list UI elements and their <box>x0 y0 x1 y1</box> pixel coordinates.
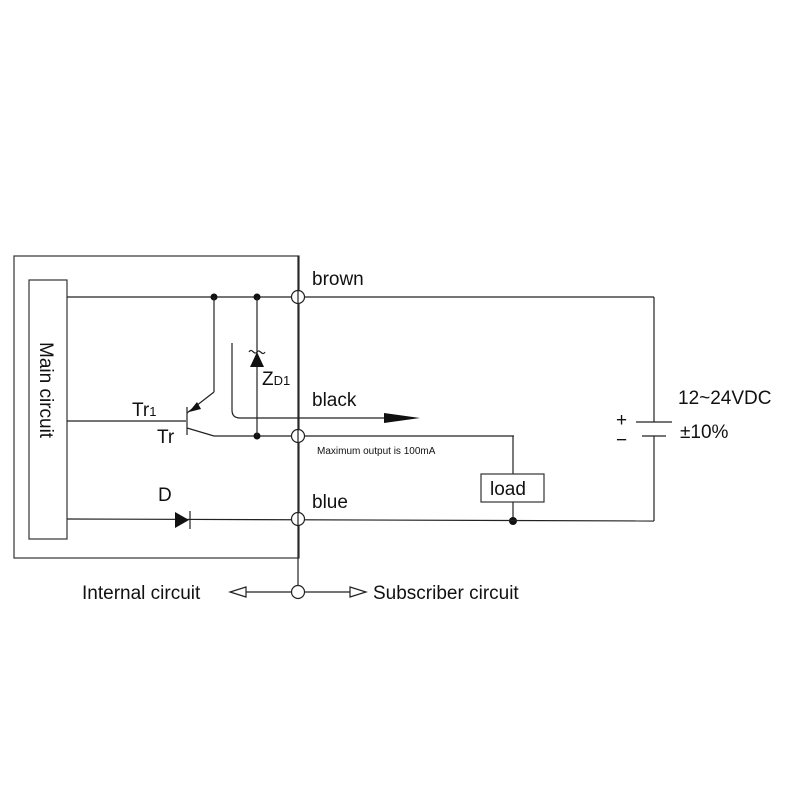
tr1-emitter <box>186 427 215 437</box>
brown-label: brown <box>312 269 364 290</box>
tolerance-label: ±10% <box>680 422 729 443</box>
diode-label: D <box>158 485 172 506</box>
tr-label: Tr <box>157 427 175 448</box>
voltage-label: 12~24VDC <box>678 388 771 409</box>
subscriber-arrow-icon <box>349 586 369 598</box>
tr1-arrow-icon <box>189 402 201 412</box>
zd1-label: ZD1 <box>262 369 290 390</box>
current-arrow-icon <box>384 413 420 423</box>
internal-circuit-label: Internal circuit <box>82 583 201 604</box>
max-output-label: Maximum output is 100mA <box>317 446 436 457</box>
tr1-label: Tr1 <box>132 400 156 421</box>
zener-triangle-icon <box>250 352 264 367</box>
diode-triangle-icon <box>175 512 189 528</box>
main-circuit-block <box>28 279 68 540</box>
current-flow-line <box>231 343 388 419</box>
boundary-terminal <box>290 584 306 600</box>
blue-label: blue <box>312 492 348 513</box>
sensor-enclosure <box>13 255 300 559</box>
black-label: black <box>312 390 357 411</box>
zener-bar-icon <box>248 349 266 355</box>
subscriber-circuit-label: Subscriber circuit <box>373 583 519 604</box>
main-circuit-label: Main circuit <box>35 342 56 439</box>
blue-wire <box>66 518 655 522</box>
plus-sign: + <box>616 410 627 431</box>
load-label: load <box>490 479 526 500</box>
internal-arrow-icon <box>227 586 247 598</box>
minus-sign: − <box>616 430 627 451</box>
